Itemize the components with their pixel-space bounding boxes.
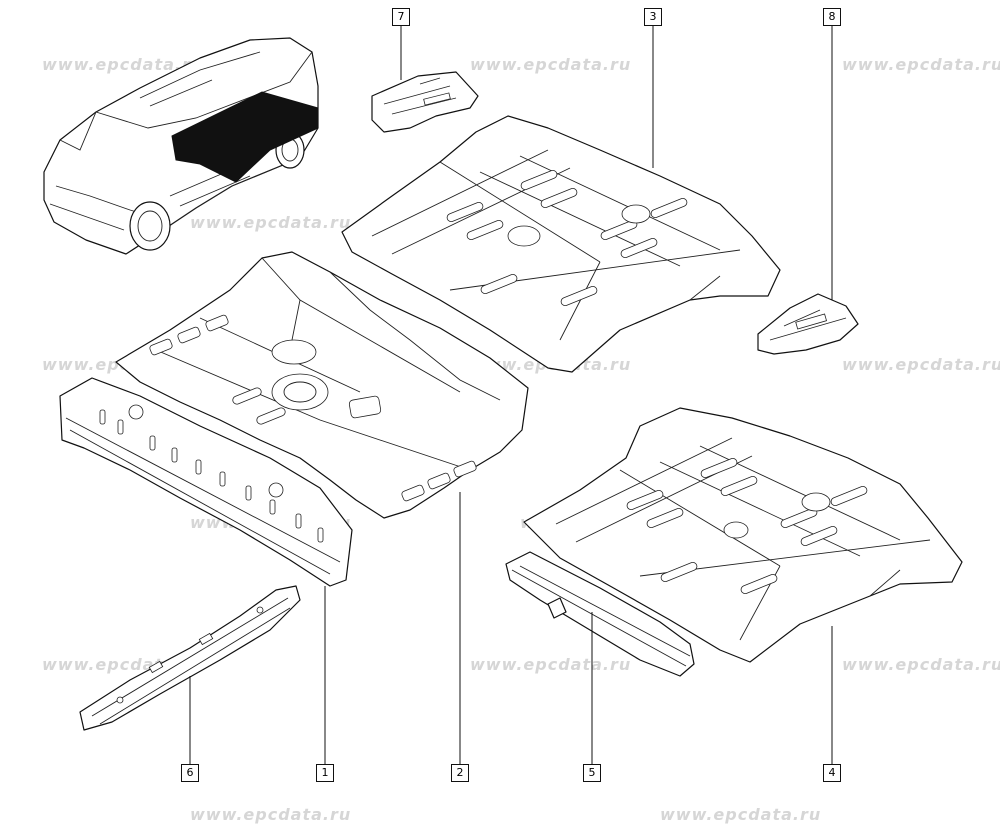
watermark: www.epcdata.ru (660, 805, 822, 824)
part-3-slots (446, 169, 688, 307)
part-7-bracket (371, 71, 479, 133)
part-5-channel (505, 551, 695, 677)
part-1-holes (99, 409, 324, 543)
callout-4[interactable]: 4 (823, 764, 841, 782)
watermark: www.epcdata.ru (842, 655, 1000, 674)
callout-3[interactable]: 3 (644, 8, 662, 26)
watermark: www.epcdata.ru (190, 213, 352, 232)
floor-highlight (171, 91, 319, 183)
part-4-slots (626, 457, 868, 595)
watermark: www.epcdata.ru (190, 805, 352, 824)
part-8-bracket (757, 293, 859, 355)
watermark: www.epcdata.ru (470, 655, 632, 674)
part-2-front-floor (115, 251, 529, 519)
watermark: www.epcdata.ru (42, 55, 204, 74)
watermark: www.epcdata.ru (470, 55, 632, 74)
part-1-crossmember (59, 377, 353, 587)
part-3-floor-panel (341, 115, 781, 373)
vehicle-illustration (43, 37, 319, 255)
callout-1[interactable]: 1 (316, 764, 334, 782)
callout-7[interactable]: 7 (392, 8, 410, 26)
part-2-slots (149, 314, 477, 502)
callout-2[interactable]: 2 (451, 764, 469, 782)
part-4-floor-panel (523, 407, 963, 663)
callout-5[interactable]: 5 (583, 764, 601, 782)
watermark: www.epcdata.ru (842, 355, 1000, 374)
callout-6[interactable]: 6 (181, 764, 199, 782)
callout-8[interactable]: 8 (823, 8, 841, 26)
leader-lines (189, 25, 833, 764)
part-6-sill-member (79, 585, 301, 731)
watermark: www.epcdata.ru (842, 55, 1000, 74)
